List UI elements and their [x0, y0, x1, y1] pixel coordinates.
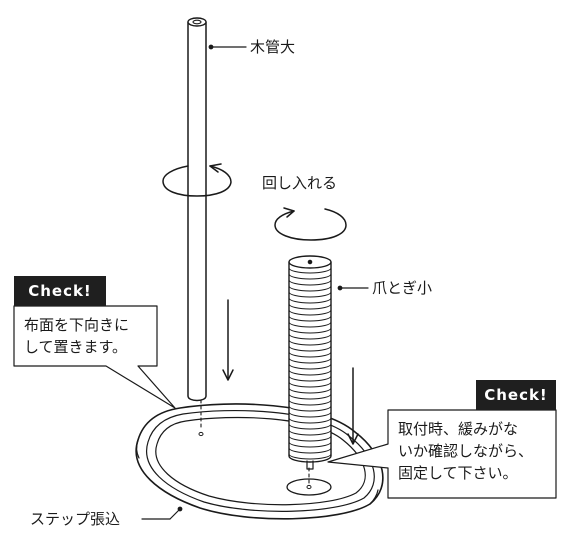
claw-disc-ring: [288, 345, 332, 352]
check-right-line-2: いか確認しながら、: [398, 442, 534, 460]
claw-disc-ring: [288, 429, 332, 436]
check-right-line-1: 取付時、緩みがな: [398, 420, 519, 438]
check-right-line-3: 固定して下さい。: [398, 464, 518, 482]
leader-base: [141, 506, 183, 520]
label-rotate-in: 回し入れる: [262, 174, 338, 192]
leader-pipe: [208, 44, 247, 50]
rotation-arrow-pipe: [162, 163, 232, 197]
check-left-box: [13, 305, 176, 409]
claw-disc-ring: [288, 399, 332, 406]
claw-disc-ring: [288, 393, 332, 400]
claw-disc-ring: [288, 387, 332, 394]
claw-disc-ring: [288, 279, 332, 286]
claw-disc-ring: [288, 381, 332, 388]
claw-disc-ring: [288, 363, 332, 370]
check-right-box: [327, 409, 557, 499]
leader-claw: [337, 285, 369, 291]
rotation-arrow-claw: [274, 207, 347, 241]
pipe-hole: [198, 399, 204, 437]
check-right-text: 取付時、緩みがな いか確認しながら、 固定して下さい。: [398, 418, 533, 484]
label-step-base: ステップ張込: [30, 510, 121, 528]
claw-disc-ring: [288, 375, 332, 382]
claw-disc-ring: [288, 267, 332, 274]
claw-column-body: [288, 261, 332, 463]
down-arrow-pipe: [222, 299, 234, 381]
check-left-text: 布面を下向きに して置きます。: [24, 314, 129, 358]
wooden-pipe: [187, 17, 207, 402]
claw-disc-ring: [288, 441, 332, 448]
claw-disc-ring: [288, 351, 332, 358]
claw-column-bolt: [306, 460, 314, 470]
claw-disc-ring: [288, 297, 332, 304]
down-arrow-claw: [347, 367, 359, 445]
claw-scratcher: [288, 255, 332, 470]
claw-disc-ring: [288, 405, 332, 412]
claw-disc-ring: [288, 333, 332, 340]
check-left-line-2: して置きます。: [24, 338, 128, 356]
claw-disc-ring: [288, 369, 332, 376]
label-claw-scratcher: 爪とぎ小: [372, 279, 433, 297]
claw-disc-ring: [288, 357, 332, 364]
claw-disc-ring: [288, 273, 332, 280]
claw-column-center: [307, 259, 313, 265]
claw-disc-ring: [288, 411, 332, 418]
claw-hole: [286, 467, 332, 496]
claw-disc-ring: [288, 417, 332, 424]
claw-disc-ring: [288, 303, 332, 310]
check-right-title: Check!: [476, 380, 556, 410]
check-left-title: Check!: [14, 276, 106, 306]
label-wooden-pipe: 木管大: [250, 38, 296, 56]
claw-disc-ring: [288, 453, 332, 460]
check-left-line-1: 布面を下向きに: [24, 316, 130, 334]
claw-disc-ring: [288, 435, 332, 442]
claw-disc-ring: [288, 285, 332, 292]
claw-disc-ring: [288, 339, 332, 346]
claw-disc-ring: [288, 447, 332, 454]
claw-disc-ring: [288, 423, 332, 430]
claw-disc-ring: [288, 291, 332, 298]
claw-disc-ring: [288, 321, 332, 328]
claw-disc-ring: [288, 327, 332, 334]
claw-disc-ring: [288, 309, 332, 316]
claw-disc-ring: [288, 315, 332, 322]
